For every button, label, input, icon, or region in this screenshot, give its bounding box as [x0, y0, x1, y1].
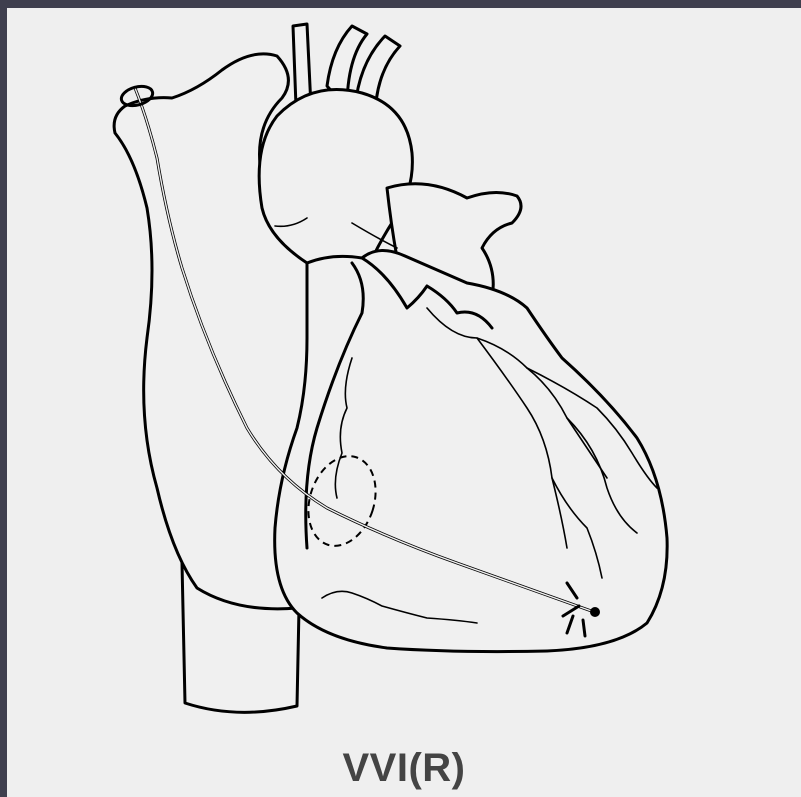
figure-caption: VVI(R) — [7, 746, 801, 791]
ventricles — [275, 250, 667, 651]
heart-pacemaker-illustration — [7, 8, 801, 797]
figure-panel: VVI(R) — [7, 8, 801, 797]
